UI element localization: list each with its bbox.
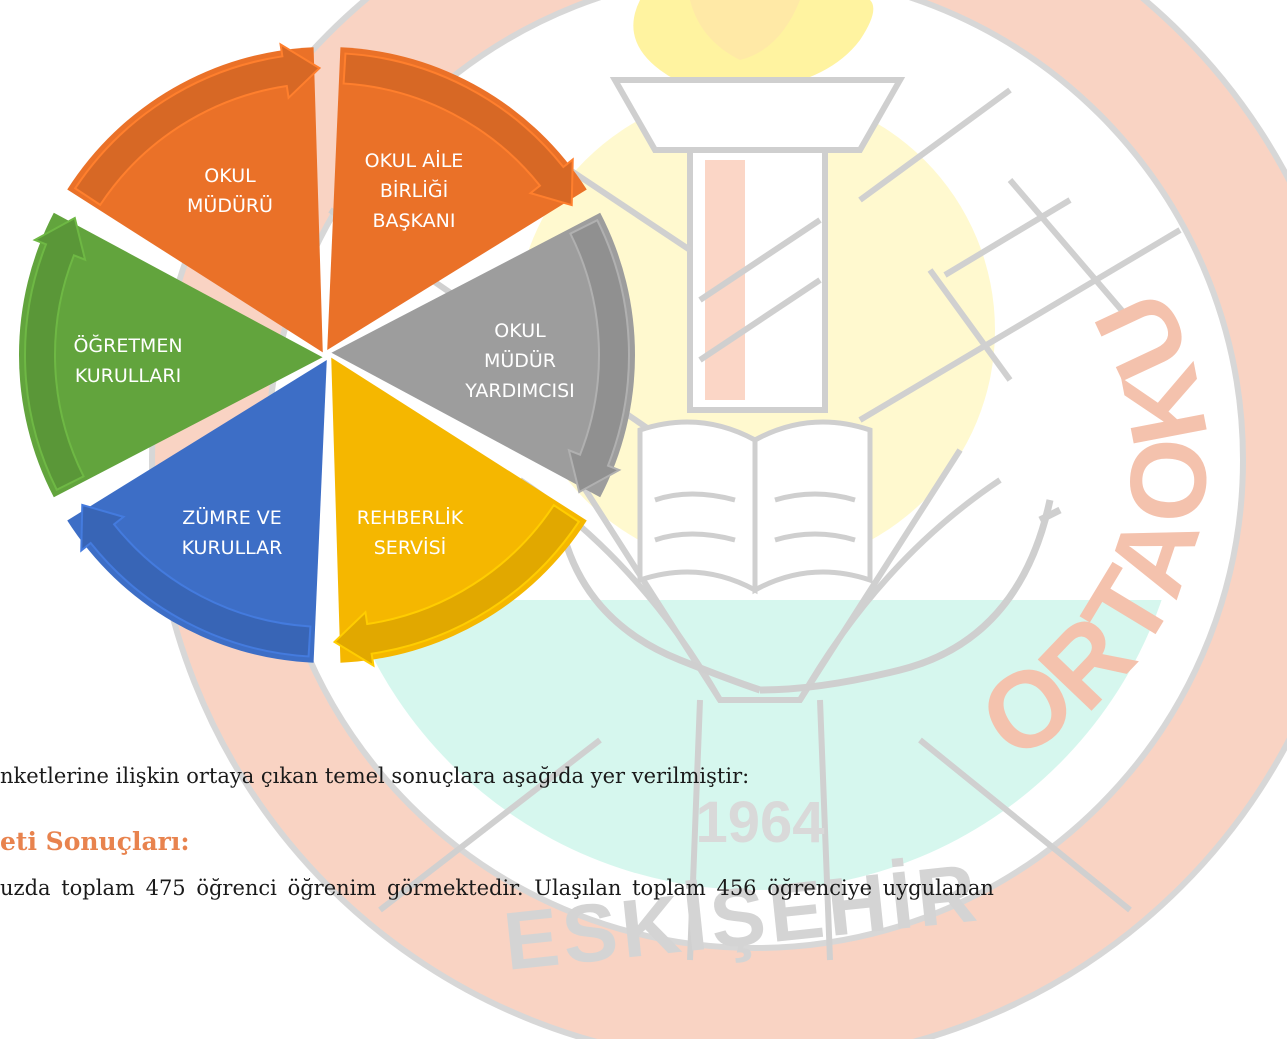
segment-label: OKUL AİLE BİRLİĞİ BAŞKANI xyxy=(365,149,464,232)
cycle-arrow xyxy=(567,218,630,494)
torch xyxy=(609,77,906,413)
organization-cycle-diagram: OKUL MÜDÜRÜ OKUL AİLE BİRLİĞİ BAŞKANI OKUL MÜD… xyxy=(18,42,635,668)
cycle-arrow xyxy=(342,52,574,207)
segment-label-line: SERVİSİ xyxy=(374,536,447,559)
segment-label-line: BİRLİĞİ xyxy=(380,178,448,202)
segment-wedge xyxy=(331,212,635,498)
segment-label: ÖĞRETMEN KURULLARI xyxy=(73,333,182,387)
segment-label-line: OKUL AİLE xyxy=(365,149,464,172)
segment-label: OKUL MÜDÜR YARDIMCISI xyxy=(464,320,575,402)
segment-label-line: ZÜMRE VE xyxy=(182,506,282,529)
segment-ogretmen-kurullari: ÖĞRETMEN KURULLARI xyxy=(18,212,323,498)
segment-label: OKUL MÜDÜRÜ xyxy=(187,165,273,217)
cycle-arrow xyxy=(80,503,312,658)
cycle-arrow xyxy=(73,42,322,207)
segment-label-line: BAŞKANI xyxy=(372,210,455,232)
section-heading: eti Sonuçları: xyxy=(0,827,190,856)
hands xyxy=(556,499,1062,694)
svg-text:1964: 1964 xyxy=(695,790,824,855)
segment-label-line: ÖĞRETMEN xyxy=(73,333,182,357)
segment-label-line: KURULLAR xyxy=(182,537,283,559)
segment-rehberlik-servisi: REHBERLİK SERVİSİ xyxy=(331,357,587,668)
segment-okul-muduru: OKUL MÜDÜRÜ xyxy=(67,42,323,353)
segment-zumre-ve-kurullar: ZÜMRE VE KURULLAR xyxy=(67,359,327,663)
segment-label: REHBERLİK SERVİSİ xyxy=(357,506,464,559)
segment-label: ZÜMRE VE KURULLAR xyxy=(182,506,283,559)
segment-label-line: OKUL xyxy=(204,165,256,187)
body-paragraph: uzda toplam 475 öğrenci öğrenim görmekte… xyxy=(0,876,994,900)
segment-wedge xyxy=(67,47,323,353)
open-book xyxy=(637,419,873,595)
cycle-arrow xyxy=(332,503,581,668)
intro-sentence: nketlerine ilişkin ortaya çıkan temel so… xyxy=(0,764,750,788)
segment-label-line: OKUL xyxy=(494,320,546,342)
segment-wedge xyxy=(331,357,587,663)
segment-label-line: MÜDÜR xyxy=(484,349,556,372)
segment-okul-mudur-yardimcisi: OKUL MÜDÜR YARDIMCISI xyxy=(331,212,635,498)
segment-label-line: YARDIMCISI xyxy=(464,380,575,402)
segment-label-line: REHBERLİK xyxy=(357,506,464,529)
segment-okul-aile-birligi-baskani: OKUL AİLE BİRLİĞİ BAŞKANI xyxy=(327,47,587,351)
segment-label-line: MÜDÜRÜ xyxy=(187,194,273,217)
segment-label-line: KURULLARI xyxy=(75,365,181,387)
torch-flame xyxy=(633,0,874,93)
segment-wedge xyxy=(18,212,323,498)
cycle-arrow xyxy=(24,216,87,492)
